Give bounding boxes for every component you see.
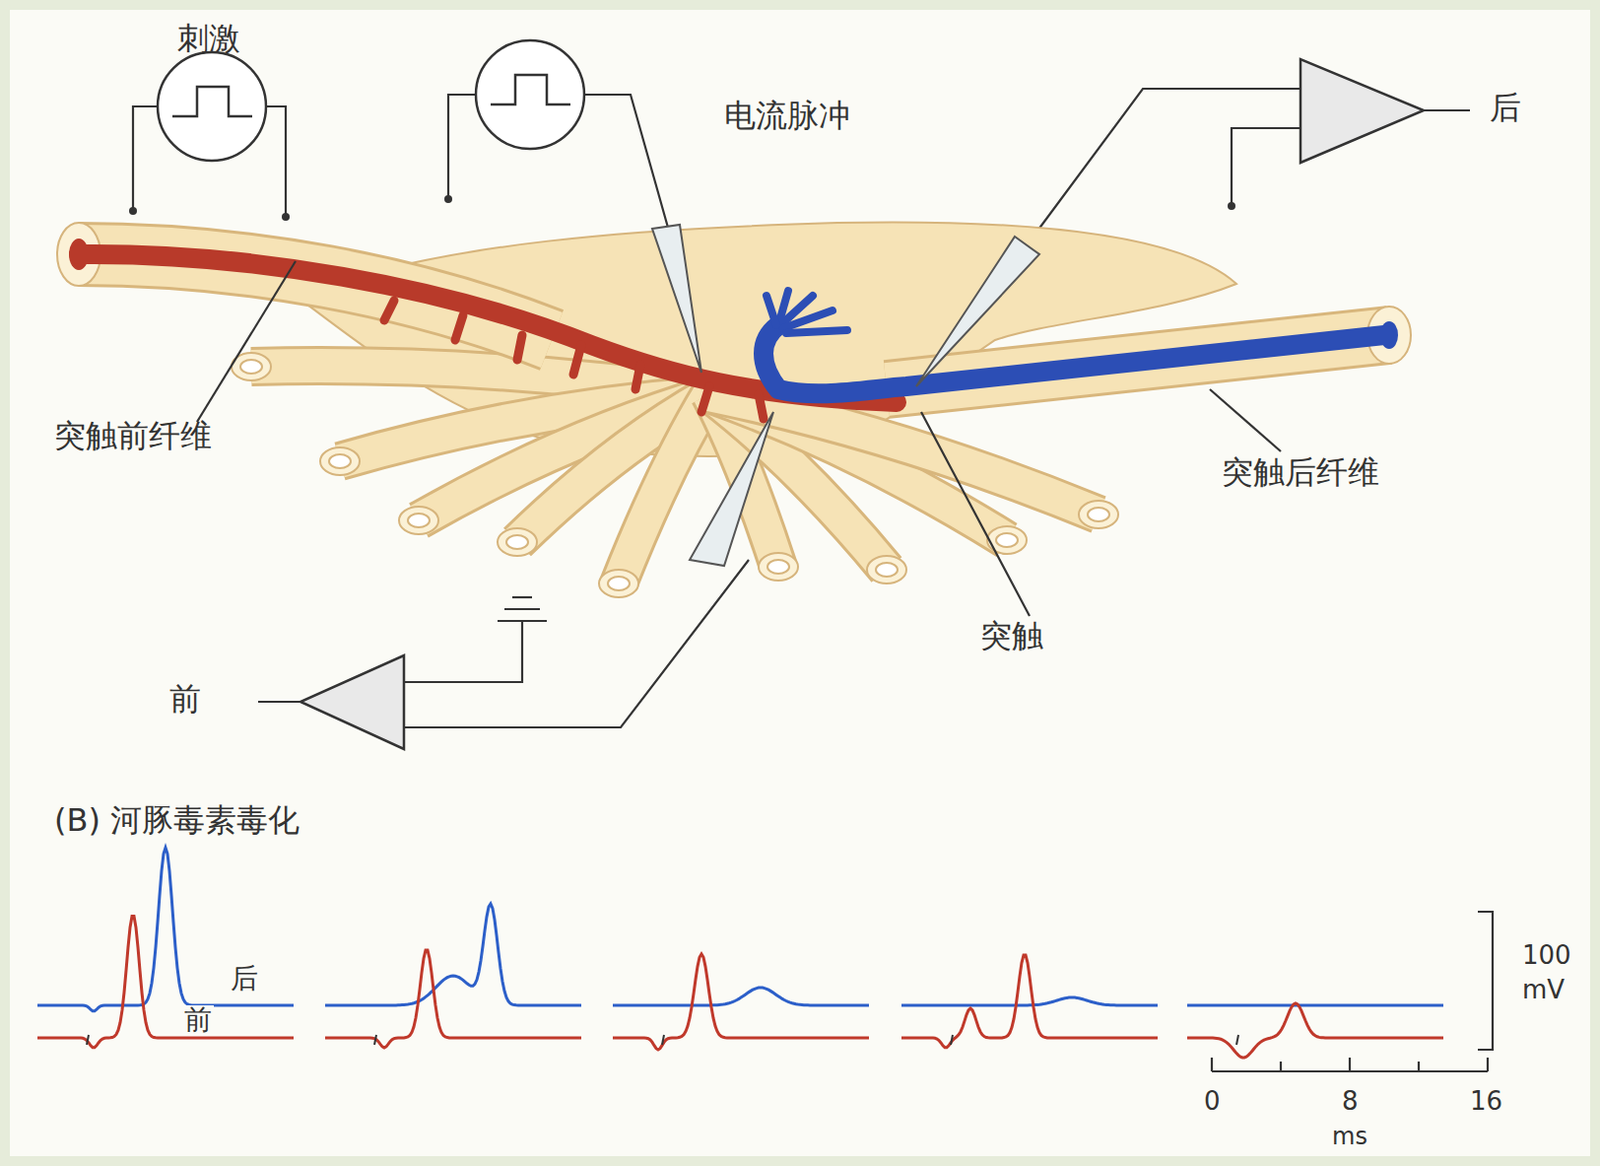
- voltage-trace: [325, 903, 582, 1005]
- voltage-trace: [1187, 1002, 1444, 1058]
- stimulus-artifact: [1236, 1034, 1239, 1045]
- branch-end: [320, 447, 360, 475]
- branch-end: [996, 533, 1018, 547]
- scale-value: 100: [1522, 940, 1572, 970]
- trace-label: 前: [182, 1004, 214, 1036]
- stimulus-artifact: [374, 1034, 377, 1045]
- branch-end: [758, 552, 799, 581]
- voltage-trace: [37, 847, 294, 1011]
- branch-end: [329, 454, 351, 468]
- part-name: 突触: [980, 618, 1044, 654]
- part-name: 突触后纤维: [1221, 455, 1380, 490]
- branch-end: [1087, 507, 1110, 522]
- stimulus-label: 刺激: [177, 21, 241, 57]
- branch-end: [1078, 500, 1119, 529]
- voltage-trace: [37, 916, 294, 1048]
- amplifier-label: 后: [1489, 90, 1522, 126]
- branch-end: [607, 576, 630, 591]
- voltage-trace: [1187, 1003, 1444, 1007]
- amplifier-label: 前: [169, 681, 201, 717]
- branch-end: [399, 506, 439, 534]
- voltage-trace: [325, 949, 582, 1048]
- branch-end: [497, 528, 537, 556]
- branch-end: [240, 359, 263, 374]
- branch-end: [987, 526, 1027, 554]
- part-name: 突触前纤维: [54, 418, 212, 454]
- axis-tick: 0: [1203, 1086, 1221, 1116]
- voltage-trace: [901, 997, 1158, 1005]
- branch-end: [506, 534, 529, 549]
- branch-end: [407, 513, 430, 528]
- axis-tick: 8: [1341, 1086, 1359, 1116]
- stimulus-artifact: [86, 1034, 89, 1045]
- stimulus-artifact: [662, 1034, 665, 1045]
- branch-end: [767, 559, 790, 574]
- branch-end: [875, 562, 898, 577]
- scale-unit: mV: [1522, 975, 1565, 1004]
- voltage-trace: [612, 987, 869, 1005]
- trace-label: 后: [228, 963, 261, 995]
- axis-unit: ms: [1332, 1123, 1368, 1149]
- branch-end: [599, 569, 639, 598]
- axis-tick: 16: [1469, 1086, 1503, 1116]
- stimulus-artifact: [950, 1034, 953, 1045]
- panel-title: (B) 河豚毒素毒化: [54, 802, 300, 838]
- pulse-label: 电流脉冲: [724, 98, 851, 134]
- branch-end: [866, 555, 907, 584]
- voltage-trace: [901, 954, 1158, 1048]
- voltage-trace: [612, 953, 869, 1050]
